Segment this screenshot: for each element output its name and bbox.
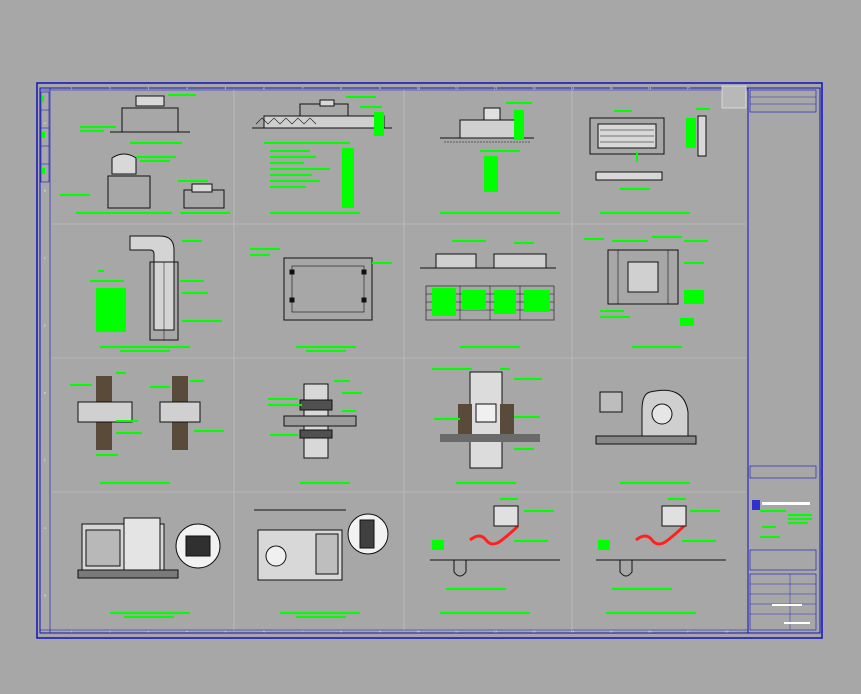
detail-d10 [268, 380, 362, 484]
detail-d14 [254, 509, 389, 618]
detail-d16 [596, 498, 726, 614]
column-tick-label: 1 [70, 87, 72, 91]
column-tick-label: 12 [494, 87, 498, 91]
column-tick-label: 11 [455, 630, 459, 634]
air-handling-unit-icon [77, 517, 221, 579]
column-tick-label: 7 [302, 630, 304, 634]
detail-d06 [250, 248, 392, 352]
column-tick-label: 4 [186, 87, 188, 91]
louver-grille-icon [589, 115, 707, 181]
outer-border [36, 82, 823, 639]
column-tick-label: 6 [263, 630, 265, 634]
wall-penetration-icon [77, 376, 201, 450]
column-tick-label: 16 [648, 87, 652, 91]
duct-riser-icon [129, 235, 179, 341]
column-tick-label: 13 [532, 87, 536, 91]
detail-d11 [432, 368, 542, 484]
detail-d03 [440, 102, 560, 214]
column-tick-label: 2 [109, 630, 111, 634]
column-tick-label: 6 [263, 87, 265, 91]
column-tick-label: 8 [340, 630, 342, 634]
column-tick-label: 12 [494, 630, 498, 634]
column-tick-label: 14 [571, 630, 575, 634]
detail-d15 [430, 498, 560, 614]
column-tick-label: 15 [609, 630, 613, 634]
row-tick-label: G [44, 526, 46, 530]
detail-d04 [589, 108, 710, 214]
roof-exhaust-fan-icon [107, 95, 225, 209]
curb-mounted-unit-icon [252, 99, 392, 129]
column-tick-label: 10 [416, 87, 420, 91]
title-block [721, 85, 821, 634]
detail-d01 [60, 94, 230, 214]
row-tick-label: B [44, 188, 46, 192]
column-tick-label: 13 [532, 630, 536, 634]
column-tick-label: 3 [147, 87, 149, 91]
row-tick-label: A [44, 121, 46, 125]
detail-d09 [70, 372, 224, 484]
column-tick-label: 9 [379, 630, 381, 634]
column-tick-label: 7 [302, 87, 304, 91]
column-tick-label: 11 [455, 87, 459, 91]
company-logo-icon [752, 500, 760, 510]
column-tick-label: 2 [109, 87, 111, 91]
row-tick-label: E [44, 391, 46, 395]
detail-d13 [77, 517, 221, 618]
column-tick-label: 3 [147, 630, 149, 634]
access-panel-icon [283, 257, 373, 321]
column-tick-label: 14 [571, 87, 575, 91]
detail-d05 [90, 235, 222, 352]
shaft-sleeve-icon [440, 371, 540, 469]
column-tick-label: 9 [379, 87, 381, 91]
column-tick-label: 15 [609, 87, 613, 91]
column-tick-label: 5 [225, 630, 227, 634]
panel-grid [52, 90, 746, 630]
column-tick-label: 17 [686, 630, 690, 634]
hanging-unit-icon [254, 509, 389, 581]
column-tick-label: 5 [225, 87, 227, 91]
revision-table [749, 89, 817, 113]
column-tick-label: 18 [725, 630, 729, 634]
fire-damper-section-icon [607, 249, 679, 305]
row-tick-label: D [44, 323, 46, 327]
detail-d12 [595, 389, 697, 484]
column-tick-label: 1 [70, 630, 72, 634]
detail-d07 [420, 240, 556, 348]
row-tick-label: F [44, 458, 46, 462]
column-tick-label: 8 [340, 87, 342, 91]
column-tick-label: 10 [416, 630, 420, 634]
column-tick-label: 17 [686, 87, 690, 91]
detail-d02 [252, 96, 392, 214]
column-tick-label: 4 [186, 630, 188, 634]
centrifugal-fan-icon [595, 389, 697, 445]
condensate-trap-icon [596, 505, 726, 577]
row-tick-label: H [44, 593, 46, 597]
condensate-trap-icon [430, 505, 560, 577]
border-ticks: 1122334455667788991010111112121313141415… [44, 87, 729, 634]
revision-boxes [40, 91, 50, 183]
floor-penetration-icon [283, 383, 357, 459]
detail-d08 [584, 236, 708, 348]
row-tick-label: C [44, 256, 46, 260]
column-tick-label: 16 [648, 630, 652, 634]
